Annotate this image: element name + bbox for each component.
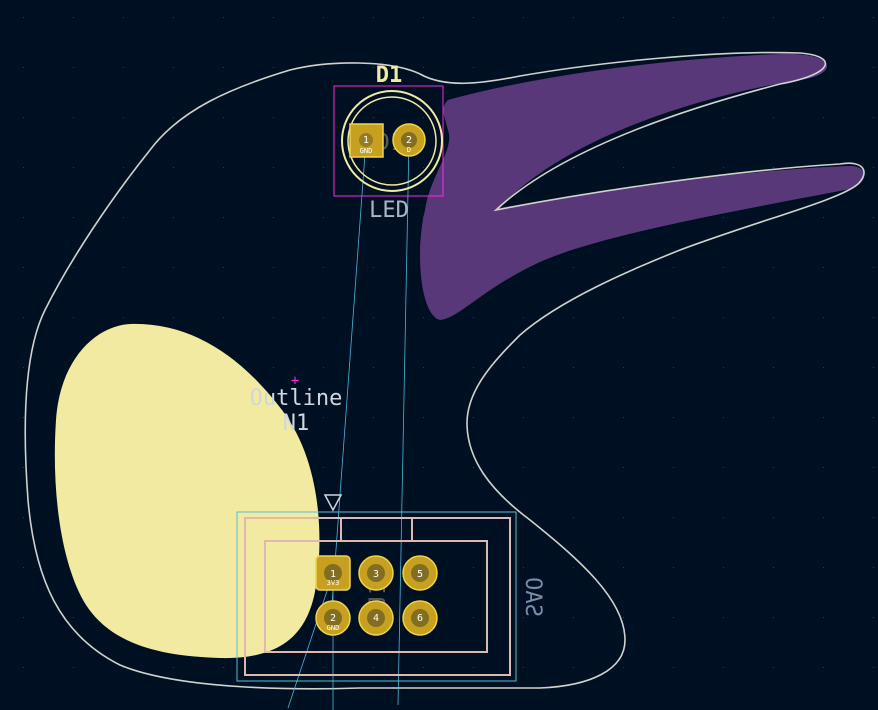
d1-pad-1-number: 1: [363, 135, 369, 146]
connector-fab-outline: [244, 517, 511, 676]
connector-pad-6[interactable]: [402, 600, 438, 636]
ratsnest-line-d: [397, 139, 410, 706]
connector-pad-2[interactable]: [315, 600, 351, 636]
footprint-d1[interactable]: D1 D1 LED 1 GND 2 D: [333, 63, 444, 223]
connector-pad-1[interactable]: [315, 555, 351, 591]
ratsnest-lines: [287, 139, 410, 710]
connector-pad-1-number: 1: [330, 569, 336, 580]
ratsnest-line-gnd: [330, 139, 367, 619]
connector-pad-4[interactable]: [358, 600, 394, 636]
board-outline-edge-cuts[interactable]: [24, 51, 865, 690]
pin1-marker-triangle: [323, 494, 343, 512]
d1-pad-2[interactable]: [392, 123, 426, 157]
connector-pad-2-number: 2: [330, 613, 336, 624]
connector-pad-6-drill: [411, 609, 429, 627]
footprint-connector[interactable]: J1 SAO 1 3V3 2 GND 3 4 5 6: [236, 494, 545, 682]
connector-pad-2-drill: [324, 609, 342, 627]
connector-back-value[interactable]: SAO: [520, 577, 545, 617]
connector-pad-3[interactable]: [358, 555, 394, 591]
outline-value[interactable]: Outline: [250, 386, 343, 411]
outline-reference[interactable]: N1: [283, 411, 310, 436]
d1-reference[interactable]: D1: [376, 63, 403, 88]
connector-pad-5[interactable]: [402, 555, 438, 591]
connector-pad-3-number: 3: [373, 569, 379, 580]
anchor-cross: +: [291, 373, 299, 389]
silkscreen-beak-shape[interactable]: [420, 53, 865, 320]
d1-pad-2-drill: [401, 132, 417, 148]
d1-silkscreen-outer-circle: [341, 90, 443, 192]
connector-inner-outline: [264, 518, 488, 653]
connector-pad-4-number: 4: [373, 613, 379, 624]
connector-courtyard-back: [236, 511, 517, 682]
connector-pad-2-net: GND: [327, 624, 340, 632]
footprint-outline[interactable]: + Outline N1: [250, 373, 343, 436]
connector-pad-1-drill: [324, 564, 342, 582]
connector-pad-6-number: 6: [417, 613, 423, 624]
d1-pad-1-net: GND: [360, 147, 373, 155]
connector-pad-4-drill: [367, 609, 385, 627]
d1-pad-1[interactable]: [349, 123, 384, 158]
connector-pad-3-drill: [367, 564, 385, 582]
d1-value[interactable]: LED: [369, 198, 409, 223]
connector-pad-5-drill: [411, 564, 429, 582]
d1-pad-1-drill: [359, 133, 373, 147]
connector-pad-5-number: 5: [417, 569, 423, 580]
d1-fab-circle: [347, 96, 437, 186]
silkscreen-yellow-shape[interactable]: [54, 323, 320, 659]
ratsnest-line-3v3: [287, 572, 334, 709]
d1-pad-2-net: D: [407, 146, 411, 154]
d1-pad-2-number: 2: [406, 135, 412, 146]
connector-pad-1-net: 3V3: [327, 579, 340, 587]
